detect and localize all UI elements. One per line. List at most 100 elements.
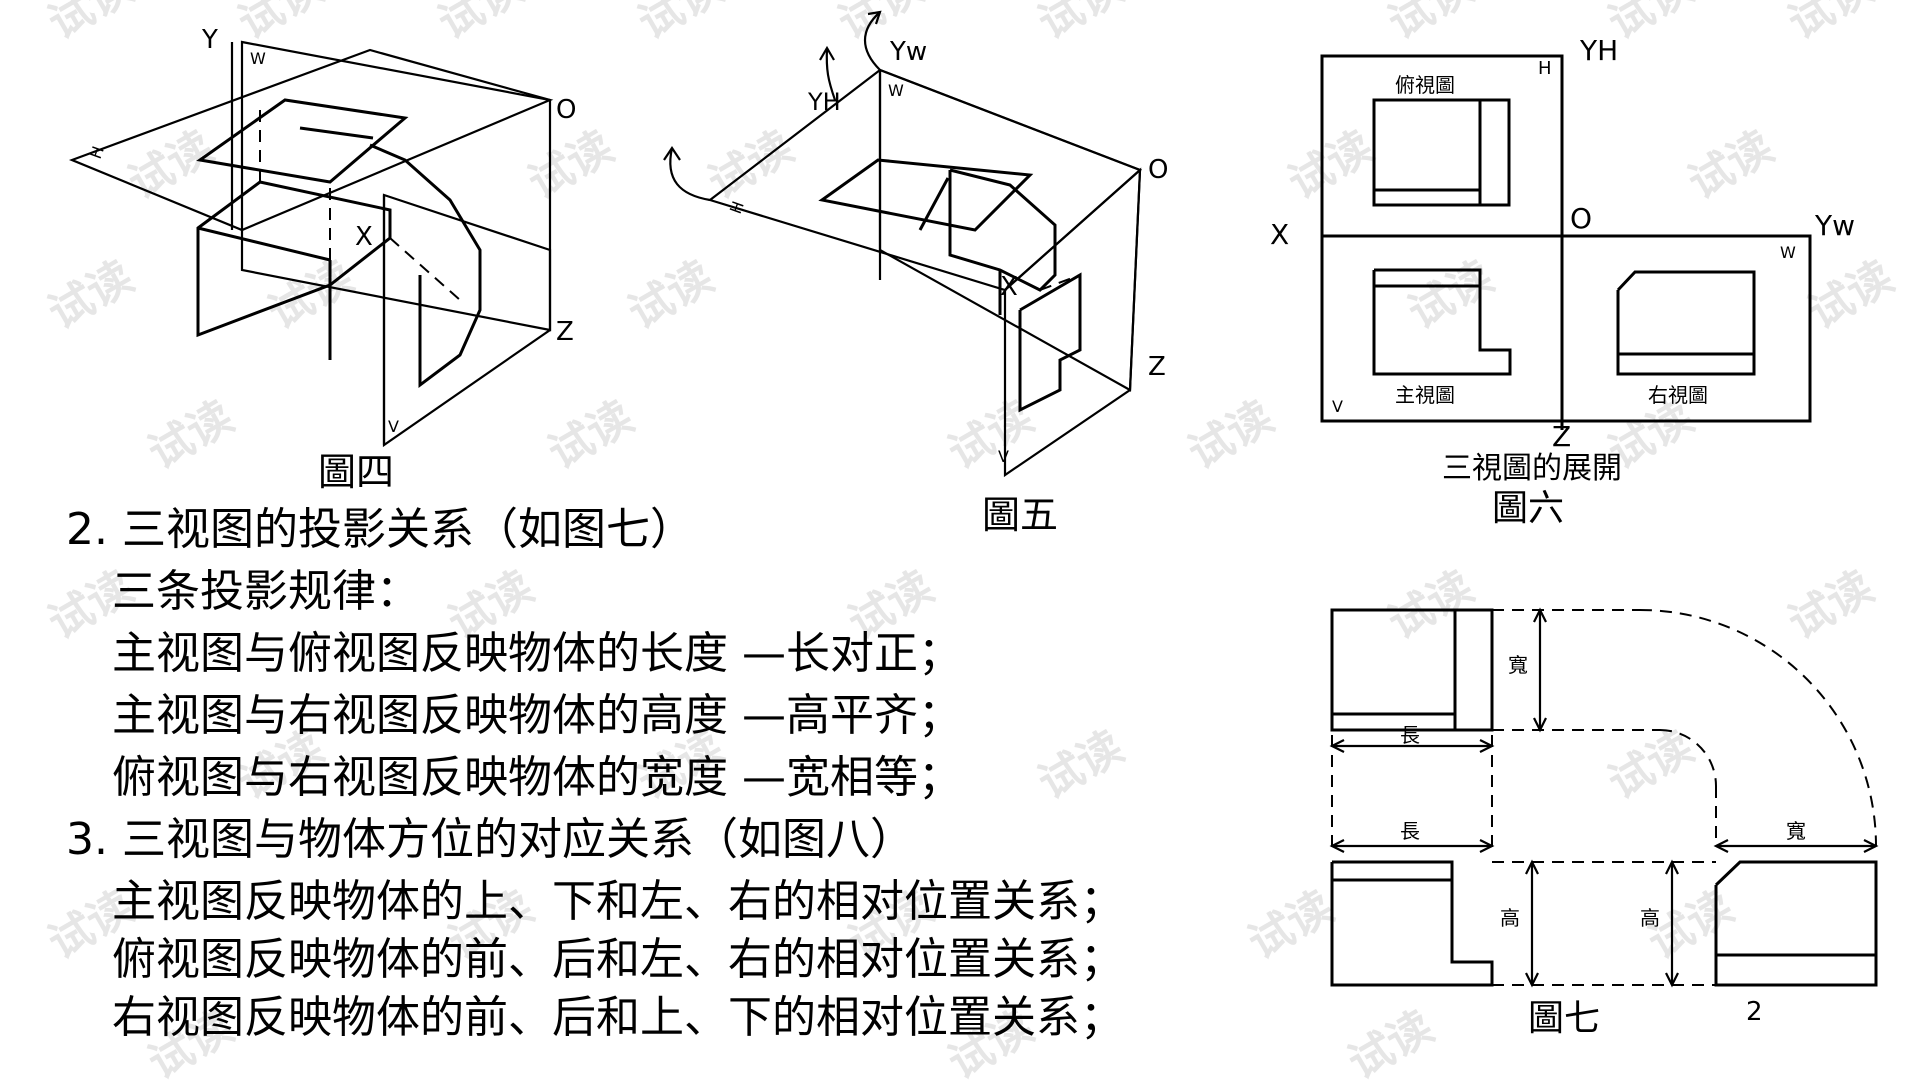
v-plane	[1003, 167, 1142, 478]
dim-arrow	[1713, 839, 1729, 853]
projection-line	[1039, 274, 1081, 291]
watermark: 试读	[1030, 0, 1132, 50]
watermark: 试读	[630, 0, 732, 50]
watermark: 试读	[940, 391, 1042, 479]
dim-arrow	[1533, 607, 1547, 623]
label-o: O	[556, 95, 576, 125]
orientation-top: 俯视图反映物体的前、后和左、右的相对位置关系；	[112, 934, 1124, 985]
dim-arrow	[1665, 972, 1679, 988]
dim-arrow	[1863, 839, 1879, 853]
dim-label-length: 長	[1400, 723, 1420, 747]
watermark: 试读	[1030, 721, 1132, 809]
rule-length: 主视图与俯视图反映物体的长度 —长对正；	[112, 628, 962, 679]
label-z: Z	[1148, 352, 1166, 382]
label-yw: Yw	[1814, 209, 1855, 242]
label-x: X	[1000, 272, 1018, 302]
label-yw: Yw	[889, 37, 927, 67]
watermark: 试读	[1600, 721, 1702, 809]
rule-width: 俯视图与右视图反映物体的宽度 —宽相等；	[112, 752, 962, 803]
label-h: H	[726, 199, 748, 217]
figure-6-caption: 圖六	[1492, 488, 1564, 529]
dim-arrow	[1533, 717, 1547, 733]
rule-height: 主视图与右视图反映物体的高度 —高平齐；	[112, 690, 962, 741]
top-projection-edge	[918, 177, 950, 231]
dim-label-height: 高	[1640, 906, 1660, 930]
front-view	[1330, 860, 1494, 987]
watermark: 试读	[1800, 251, 1902, 339]
figure-5-caption: 圖五	[982, 493, 1058, 537]
top-projection-edge	[299, 126, 374, 140]
yw-arrowhead	[867, 10, 882, 25]
watermark: 试读	[1780, 561, 1882, 649]
label-o: O	[1148, 155, 1168, 185]
figure-5: Yw YH W O H X Z V 圖五	[663, 10, 1168, 537]
dim-label-length: 長	[1400, 819, 1420, 843]
dim-label-width: 寬	[1786, 819, 1806, 843]
dim-label-width: 寬	[1508, 653, 1528, 677]
watermark: 试读	[430, 0, 532, 50]
watermark: 试读	[540, 391, 642, 479]
right-view-shape	[1616, 270, 1756, 376]
dim-arrow	[1525, 859, 1539, 875]
dim-label-height: 高	[1500, 906, 1520, 930]
heading-orientation: 3. 三视图与物体方位的对应关系（如图八）	[66, 814, 914, 865]
page-number: 2	[1746, 997, 1763, 1027]
dim-arrow	[1479, 739, 1495, 753]
h-arrowhead	[663, 146, 681, 161]
top-view-shape	[1372, 98, 1511, 207]
right-view	[1714, 860, 1878, 987]
h-arrow	[669, 147, 711, 202]
figure-7-caption: 圖七	[1528, 998, 1600, 1039]
top-projection	[196, 98, 409, 184]
label-w: W	[250, 49, 266, 68]
yh-arrowhead	[819, 45, 835, 61]
figure-4-caption: 圖四	[318, 450, 394, 494]
watermark: 试读	[1340, 1001, 1442, 1080]
object-edge	[197, 226, 331, 262]
dim-arrow	[1665, 859, 1679, 875]
label-yh: YH	[807, 88, 841, 116]
unfolded-frame	[1320, 54, 1564, 423]
object-outline	[948, 168, 1057, 292]
watermark: 试读	[1380, 0, 1482, 50]
watermark: 试读	[1680, 121, 1782, 209]
heading-projection-relationship: 2. 三视图的投影关系（如图七）	[66, 504, 694, 555]
figure-4: Y W O H X Z V 圖四	[68, 25, 576, 494]
view-label-front: 主視圖	[1395, 383, 1455, 407]
side-projection	[369, 143, 482, 388]
watermark: 试读	[1280, 121, 1382, 209]
view-label-right: 右視圖	[1648, 383, 1708, 407]
watermark: 试读	[1780, 0, 1882, 50]
watermark: 试读	[40, 251, 142, 339]
watermark: 试读	[1180, 391, 1282, 479]
view-label-top: 俯視圖	[1395, 73, 1455, 97]
figure-6: 俯視圖 主視圖 右視圖 H W V YH Yw X O Z 三視圖的展開 圖六	[1270, 34, 1855, 529]
label-z: Z	[1552, 420, 1571, 453]
label-w: W	[1780, 243, 1796, 262]
w-plane	[878, 68, 1142, 392]
orientation-right: 右视图反映物体的前、后和上、下的相对位置关系；	[112, 992, 1124, 1043]
figure-6-subtitle: 三視圖的展開	[1442, 451, 1622, 486]
label-x: X	[355, 222, 373, 252]
subheading-projection-rules: 三条投影规律：	[112, 566, 420, 617]
yw-arrow	[864, 11, 881, 71]
dim-arrow	[1329, 839, 1345, 853]
label-y: Y	[201, 25, 218, 55]
v-plane	[382, 193, 552, 448]
label-h: H	[1538, 58, 1552, 79]
watermark: 试读	[620, 251, 722, 339]
width-arc	[1639, 609, 1877, 847]
h-plane	[68, 48, 554, 232]
projection-line	[389, 237, 461, 301]
label-o: O	[1570, 202, 1592, 235]
watermark: 试读	[140, 391, 242, 479]
top-view	[1330, 608, 1494, 732]
watermark: 试读	[120, 121, 222, 209]
watermark: 试读	[1240, 881, 1342, 969]
watermark: 试读	[40, 0, 142, 50]
watermark: 试读	[1400, 251, 1502, 339]
dim-arrow	[1479, 839, 1495, 853]
front-view-shape	[1372, 268, 1512, 376]
width-arc	[1659, 729, 1717, 787]
